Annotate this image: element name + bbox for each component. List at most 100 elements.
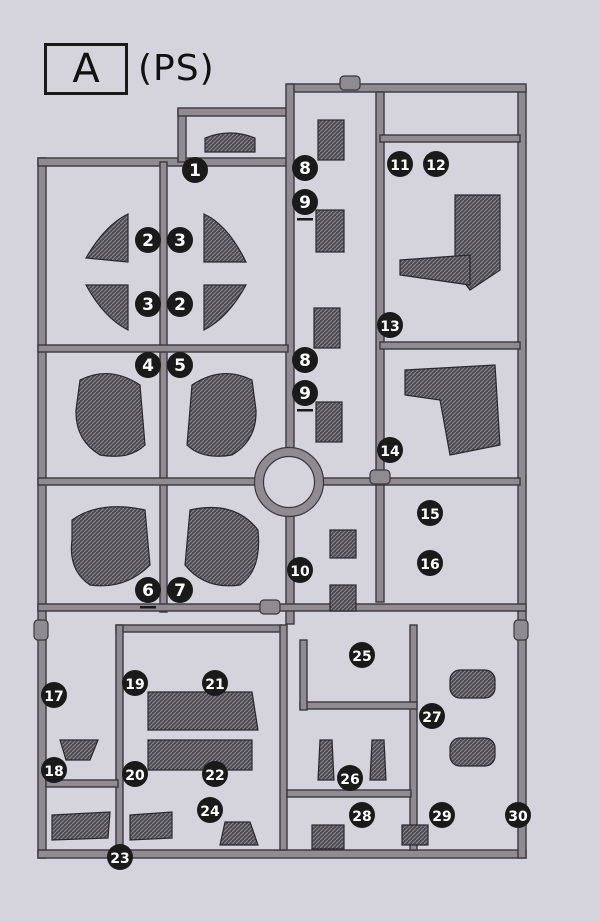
runner-material-label: (PS) xyxy=(138,48,215,89)
frame-lower-bar-4 xyxy=(286,789,412,798)
frame-mid-bar-2 xyxy=(37,477,289,486)
part-number-badge xyxy=(377,437,403,463)
part-number-badge xyxy=(423,151,449,177)
part-number-text: 29 xyxy=(432,809,451,825)
part-number-badge xyxy=(377,312,403,338)
part-5 xyxy=(186,372,257,457)
frame-lower-vert-4 xyxy=(299,639,308,711)
part-number-badge xyxy=(122,670,148,696)
part-number-text: 15 xyxy=(420,507,439,523)
gate-nubs xyxy=(33,75,529,641)
part-9-top xyxy=(315,209,345,253)
part-number-18: 18 xyxy=(41,757,67,783)
part-number-badge xyxy=(292,189,318,215)
part-number-19: 19 xyxy=(122,670,148,696)
part-number-text: 11 xyxy=(390,158,409,174)
part-number-5: 5 xyxy=(167,352,193,378)
part-number-text: 17 xyxy=(44,689,63,705)
part-number-26: 26 xyxy=(337,765,363,791)
part-number-text: 3 xyxy=(174,231,186,251)
part-number-text: 28 xyxy=(352,809,371,825)
part-number-badge xyxy=(41,757,67,783)
part-number-badge xyxy=(417,550,443,576)
runner-letter: A xyxy=(72,46,100,92)
part-number-22: 22 xyxy=(202,761,228,787)
part-number-text: 20 xyxy=(125,768,145,784)
part-18 xyxy=(59,739,99,761)
part-number-20: 20 xyxy=(122,761,148,787)
part-number-text: 8 xyxy=(299,351,311,371)
part-number-25: 25 xyxy=(349,642,375,668)
part-number-badge xyxy=(419,703,445,729)
part-number-2: 2 xyxy=(135,227,161,253)
part-number-badge xyxy=(135,352,161,378)
part-24 xyxy=(219,821,259,846)
runner-letter-box: A xyxy=(44,43,128,95)
frame-lower-bar-3 xyxy=(45,779,119,788)
part-number-1: 1 xyxy=(182,157,208,183)
part-number-16: 16 xyxy=(417,550,443,576)
part-number-badge xyxy=(135,291,161,317)
frame-upper-step-top xyxy=(177,107,291,117)
part-27-b xyxy=(449,737,496,767)
part-number-badge xyxy=(41,682,67,708)
part-number-badge xyxy=(202,670,228,696)
frame-lower-vert-2 xyxy=(279,624,288,851)
gate-nub xyxy=(513,619,529,641)
part-number-text: 22 xyxy=(205,768,224,784)
part-8-lower xyxy=(313,307,341,349)
part-number-badge xyxy=(349,802,375,828)
part-number-text: 12 xyxy=(426,158,445,174)
frame-center-left-bar xyxy=(159,161,168,613)
part-number-underline xyxy=(140,606,156,609)
part-number-text: 2 xyxy=(142,231,154,251)
part-number-badge xyxy=(287,557,313,583)
part-number-2: 2 xyxy=(167,291,193,317)
part-number-14: 14 xyxy=(377,437,403,463)
part-number-10: 10 xyxy=(287,557,313,583)
part-26-a xyxy=(317,739,335,781)
part-19-21 xyxy=(147,691,259,731)
part-number-9: 9 xyxy=(292,189,318,221)
part-number-text: 13 xyxy=(380,319,399,335)
parts xyxy=(51,119,501,850)
part-20-22 xyxy=(147,739,253,771)
frame-lower-bar-1 xyxy=(115,624,283,633)
part-number-9: 9 xyxy=(292,380,318,412)
part-number-text: 27 xyxy=(422,710,441,726)
part-number-badge xyxy=(135,227,161,253)
frame-lower-vert-3 xyxy=(409,624,418,851)
part-1 xyxy=(204,132,256,153)
part-4 xyxy=(75,372,146,457)
part-number-3: 3 xyxy=(167,227,193,253)
frame-left-bar xyxy=(37,157,47,859)
part-number-underline xyxy=(297,218,313,221)
part-number-badge xyxy=(292,380,318,406)
frame-lower-vert-1 xyxy=(115,624,124,851)
part-number-3: 3 xyxy=(135,291,161,317)
part-number-text: 6 xyxy=(142,581,154,601)
part-number-badge xyxy=(387,151,413,177)
part-10-a xyxy=(329,529,357,559)
part-7 xyxy=(184,506,260,587)
frame-mid-bar-1 xyxy=(37,344,289,353)
part-number-text: 23 xyxy=(110,851,129,867)
part-number-text: 9 xyxy=(299,193,311,213)
part-number-8: 8 xyxy=(292,155,318,181)
frame-mid-bar-3 xyxy=(37,603,527,612)
part-27-a xyxy=(449,669,496,699)
part-number-6: 6 xyxy=(135,577,161,609)
part-number-badge xyxy=(505,802,531,828)
part-number-text: 9 xyxy=(299,384,311,404)
part-number-12: 12 xyxy=(423,151,449,177)
part-number-text: 2 xyxy=(174,295,186,315)
part-number-text: 25 xyxy=(352,649,371,665)
frame-top-bar xyxy=(287,83,527,93)
part-29 xyxy=(401,824,429,846)
part-number-4: 4 xyxy=(135,352,161,378)
part-2-lower-right xyxy=(203,284,248,331)
gate-nub xyxy=(369,469,391,485)
part-number-30: 30 xyxy=(505,802,531,828)
part-23-a xyxy=(51,811,111,841)
